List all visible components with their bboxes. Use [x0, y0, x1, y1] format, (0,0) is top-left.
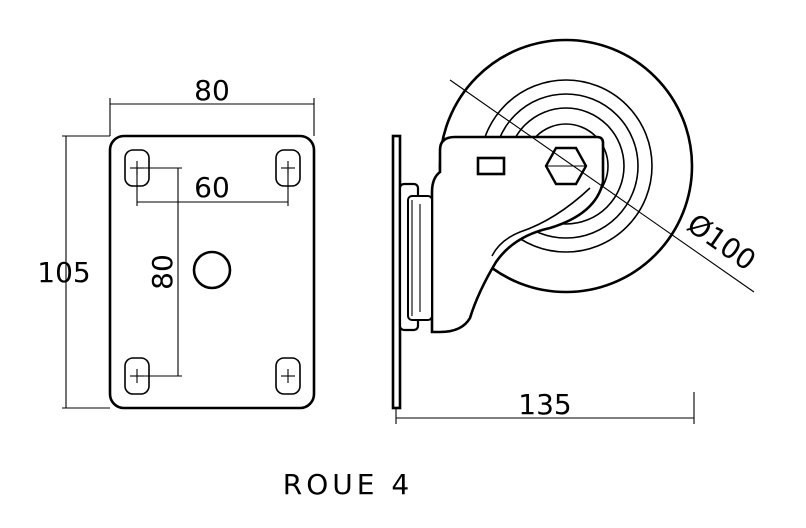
- diameter-leader: [449, 79, 755, 293]
- wheel-side-view: Ø100 135: [391, 38, 762, 424]
- fork-body: [430, 135, 605, 334]
- dimension-hole-spacing-x: 60: [136, 168, 289, 206]
- mounting-plate-view: 80 60 80 105: [37, 74, 316, 410]
- dimension-plate-width: 80: [109, 74, 315, 136]
- plate-width-label: 80: [194, 74, 230, 107]
- wheel-diameter-label: Ø100: [681, 207, 762, 277]
- dimension-wheel-offset: 135: [395, 388, 695, 424]
- center-hole: [192, 250, 232, 290]
- fork-slot: [476, 156, 506, 176]
- drawing-title: ROUE 4: [283, 468, 413, 501]
- dimension-hole-spacing-y: 80: [137, 167, 182, 377]
- hole-spacing-x-label: 60: [194, 171, 230, 204]
- bolt-slot-bottom-right: [275, 357, 301, 395]
- plate-height-label: 105: [37, 256, 90, 289]
- hole-spacing-y-label: 80: [146, 254, 179, 290]
- plate-outline: [108, 134, 316, 410]
- wheel-offset-label: 135: [518, 388, 571, 421]
- dimension-plate-height: 105: [37, 135, 110, 409]
